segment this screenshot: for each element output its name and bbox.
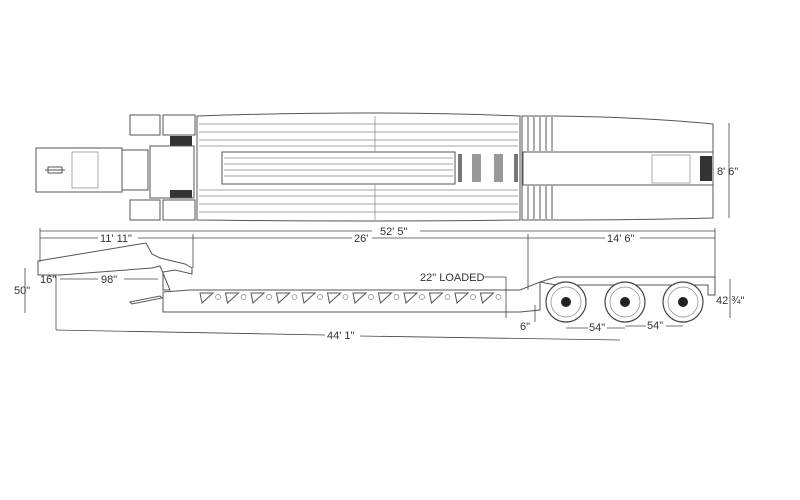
deck-cutout bbox=[479, 292, 495, 304]
deck-top bbox=[196, 112, 521, 222]
rear-deck-height-label: 42 ¾" bbox=[716, 295, 744, 307]
hub-1 bbox=[561, 297, 571, 307]
width-label: 8' 6" bbox=[717, 166, 738, 178]
length-dimensions: 52' 5" 11' 11" 26' 14' 6" bbox=[39, 226, 716, 290]
deck-length-label: 26' bbox=[354, 233, 368, 245]
axle-spread-2-label: 54" bbox=[647, 320, 663, 332]
side-view: 50" 16" 98" 22" LOADED 6" 54" 54" 42 ¾" … bbox=[14, 242, 744, 342]
kingpin-setback-label: 16" bbox=[40, 274, 56, 286]
front-wheels-top bbox=[129, 114, 196, 221]
deck-cutout bbox=[377, 292, 393, 304]
gooseneck-length-label: 11' 11" bbox=[100, 233, 132, 245]
rear-length-label: 14' 6" bbox=[607, 233, 635, 245]
deck-cutout bbox=[403, 292, 419, 304]
deck-side bbox=[162, 281, 541, 313]
deck-cutout bbox=[224, 292, 240, 304]
deck-cutouts bbox=[199, 292, 502, 304]
deck-cutout bbox=[199, 292, 215, 304]
top-view: 8' 6" bbox=[35, 112, 738, 222]
deck-cutout bbox=[326, 292, 342, 304]
axle-spread-1-label: 54" bbox=[589, 322, 605, 334]
hub-3 bbox=[678, 297, 688, 307]
gooseneck-side bbox=[37, 242, 193, 291]
kingpin-to-axle-label: 44' 1" bbox=[327, 330, 355, 342]
ground-clearance-label: 6" bbox=[520, 321, 530, 333]
deck-cutout bbox=[428, 292, 444, 304]
axle-wheels bbox=[545, 281, 704, 323]
deck-cutout bbox=[250, 292, 266, 304]
overall-length-label: 52' 5" bbox=[380, 226, 408, 238]
rear-frame-side bbox=[539, 276, 716, 296]
deck-cutout bbox=[275, 292, 291, 304]
deck-height-label: 22" LOADED bbox=[420, 272, 484, 284]
hub-2 bbox=[620, 297, 630, 307]
deck-cutout bbox=[301, 292, 317, 304]
deck-grates bbox=[458, 154, 518, 182]
gooseneck-height-label: 50" bbox=[14, 285, 30, 297]
deck-cutout bbox=[454, 292, 470, 304]
rear-section-top bbox=[521, 115, 714, 221]
swing-clearance-label: 98" bbox=[101, 274, 117, 286]
deck-cutout bbox=[352, 292, 368, 304]
